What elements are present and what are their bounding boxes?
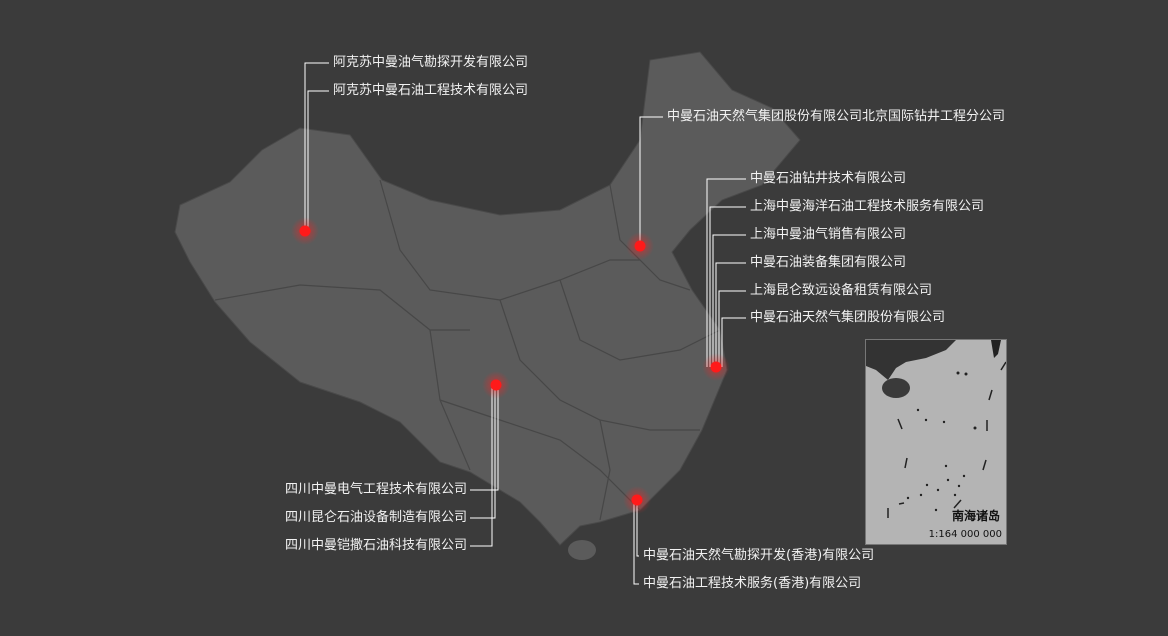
- company-label[interactable]: 上海中曼海洋石油工程技术服务有限公司: [750, 199, 985, 214]
- hainan-island: [568, 540, 596, 560]
- leader-line: [304, 62, 329, 231]
- south-china-sea-inset: 南海诸岛 1:164 000 000: [865, 339, 1007, 545]
- company-label[interactable]: 四川中曼铠撒石油科技有限公司: [284, 538, 467, 553]
- company-label[interactable]: 中曼石油装备集团有限公司: [750, 255, 907, 270]
- company-label[interactable]: 中曼石油工程技术服务(香港)有限公司: [643, 576, 862, 591]
- location-marker-beijing[interactable]: [634, 240, 646, 252]
- leader-line: [470, 385, 496, 519]
- company-label[interactable]: 中曼石油天然气勘探开发(香港)有限公司: [643, 548, 875, 563]
- leader-line: [715, 262, 746, 367]
- company-label[interactable]: 阿克苏中曼油气勘探开发有限公司: [333, 55, 529, 70]
- leader-line: [709, 206, 746, 367]
- leader-line: [470, 385, 493, 547]
- location-marker-sichuan[interactable]: [490, 379, 502, 391]
- leader-line: [706, 178, 746, 367]
- inset-scale: 1:164 000 000: [928, 529, 1002, 540]
- province-borders: [214, 179, 721, 521]
- leader-line: [470, 385, 499, 491]
- leader-line: [639, 116, 663, 246]
- location-marker-hongkong[interactable]: [631, 494, 643, 506]
- company-label[interactable]: 四川中曼电气工程技术有限公司: [284, 482, 467, 497]
- leader-line: [636, 500, 639, 557]
- location-marker-xinjiang[interactable]: [299, 225, 311, 237]
- company-label[interactable]: 四川昆仑石油设备制造有限公司: [284, 510, 467, 525]
- leader-line: [718, 290, 746, 367]
- location-marker-shanghai[interactable]: [710, 361, 722, 373]
- company-label[interactable]: 中曼石油天然气集团股份有限公司北京国际钻井工程分公司: [667, 109, 1006, 124]
- company-label[interactable]: 阿克苏中曼石油工程技术有限公司: [333, 83, 529, 98]
- south-china-sea-islands: [866, 340, 1006, 518]
- leader-line: [307, 90, 329, 231]
- leader-line: [633, 500, 639, 585]
- company-label[interactable]: 上海中曼油气销售有限公司: [750, 227, 907, 242]
- company-label[interactable]: 上海昆仑致远设备租赁有限公司: [750, 283, 933, 298]
- inset-title: 南海诸岛: [951, 509, 1000, 523]
- leader-line: [712, 234, 746, 367]
- company-label[interactable]: 中曼石油天然气集团股份有限公司: [750, 310, 946, 325]
- company-label[interactable]: 中曼石油钻井技术有限公司: [750, 171, 907, 186]
- leader-line: [721, 317, 746, 367]
